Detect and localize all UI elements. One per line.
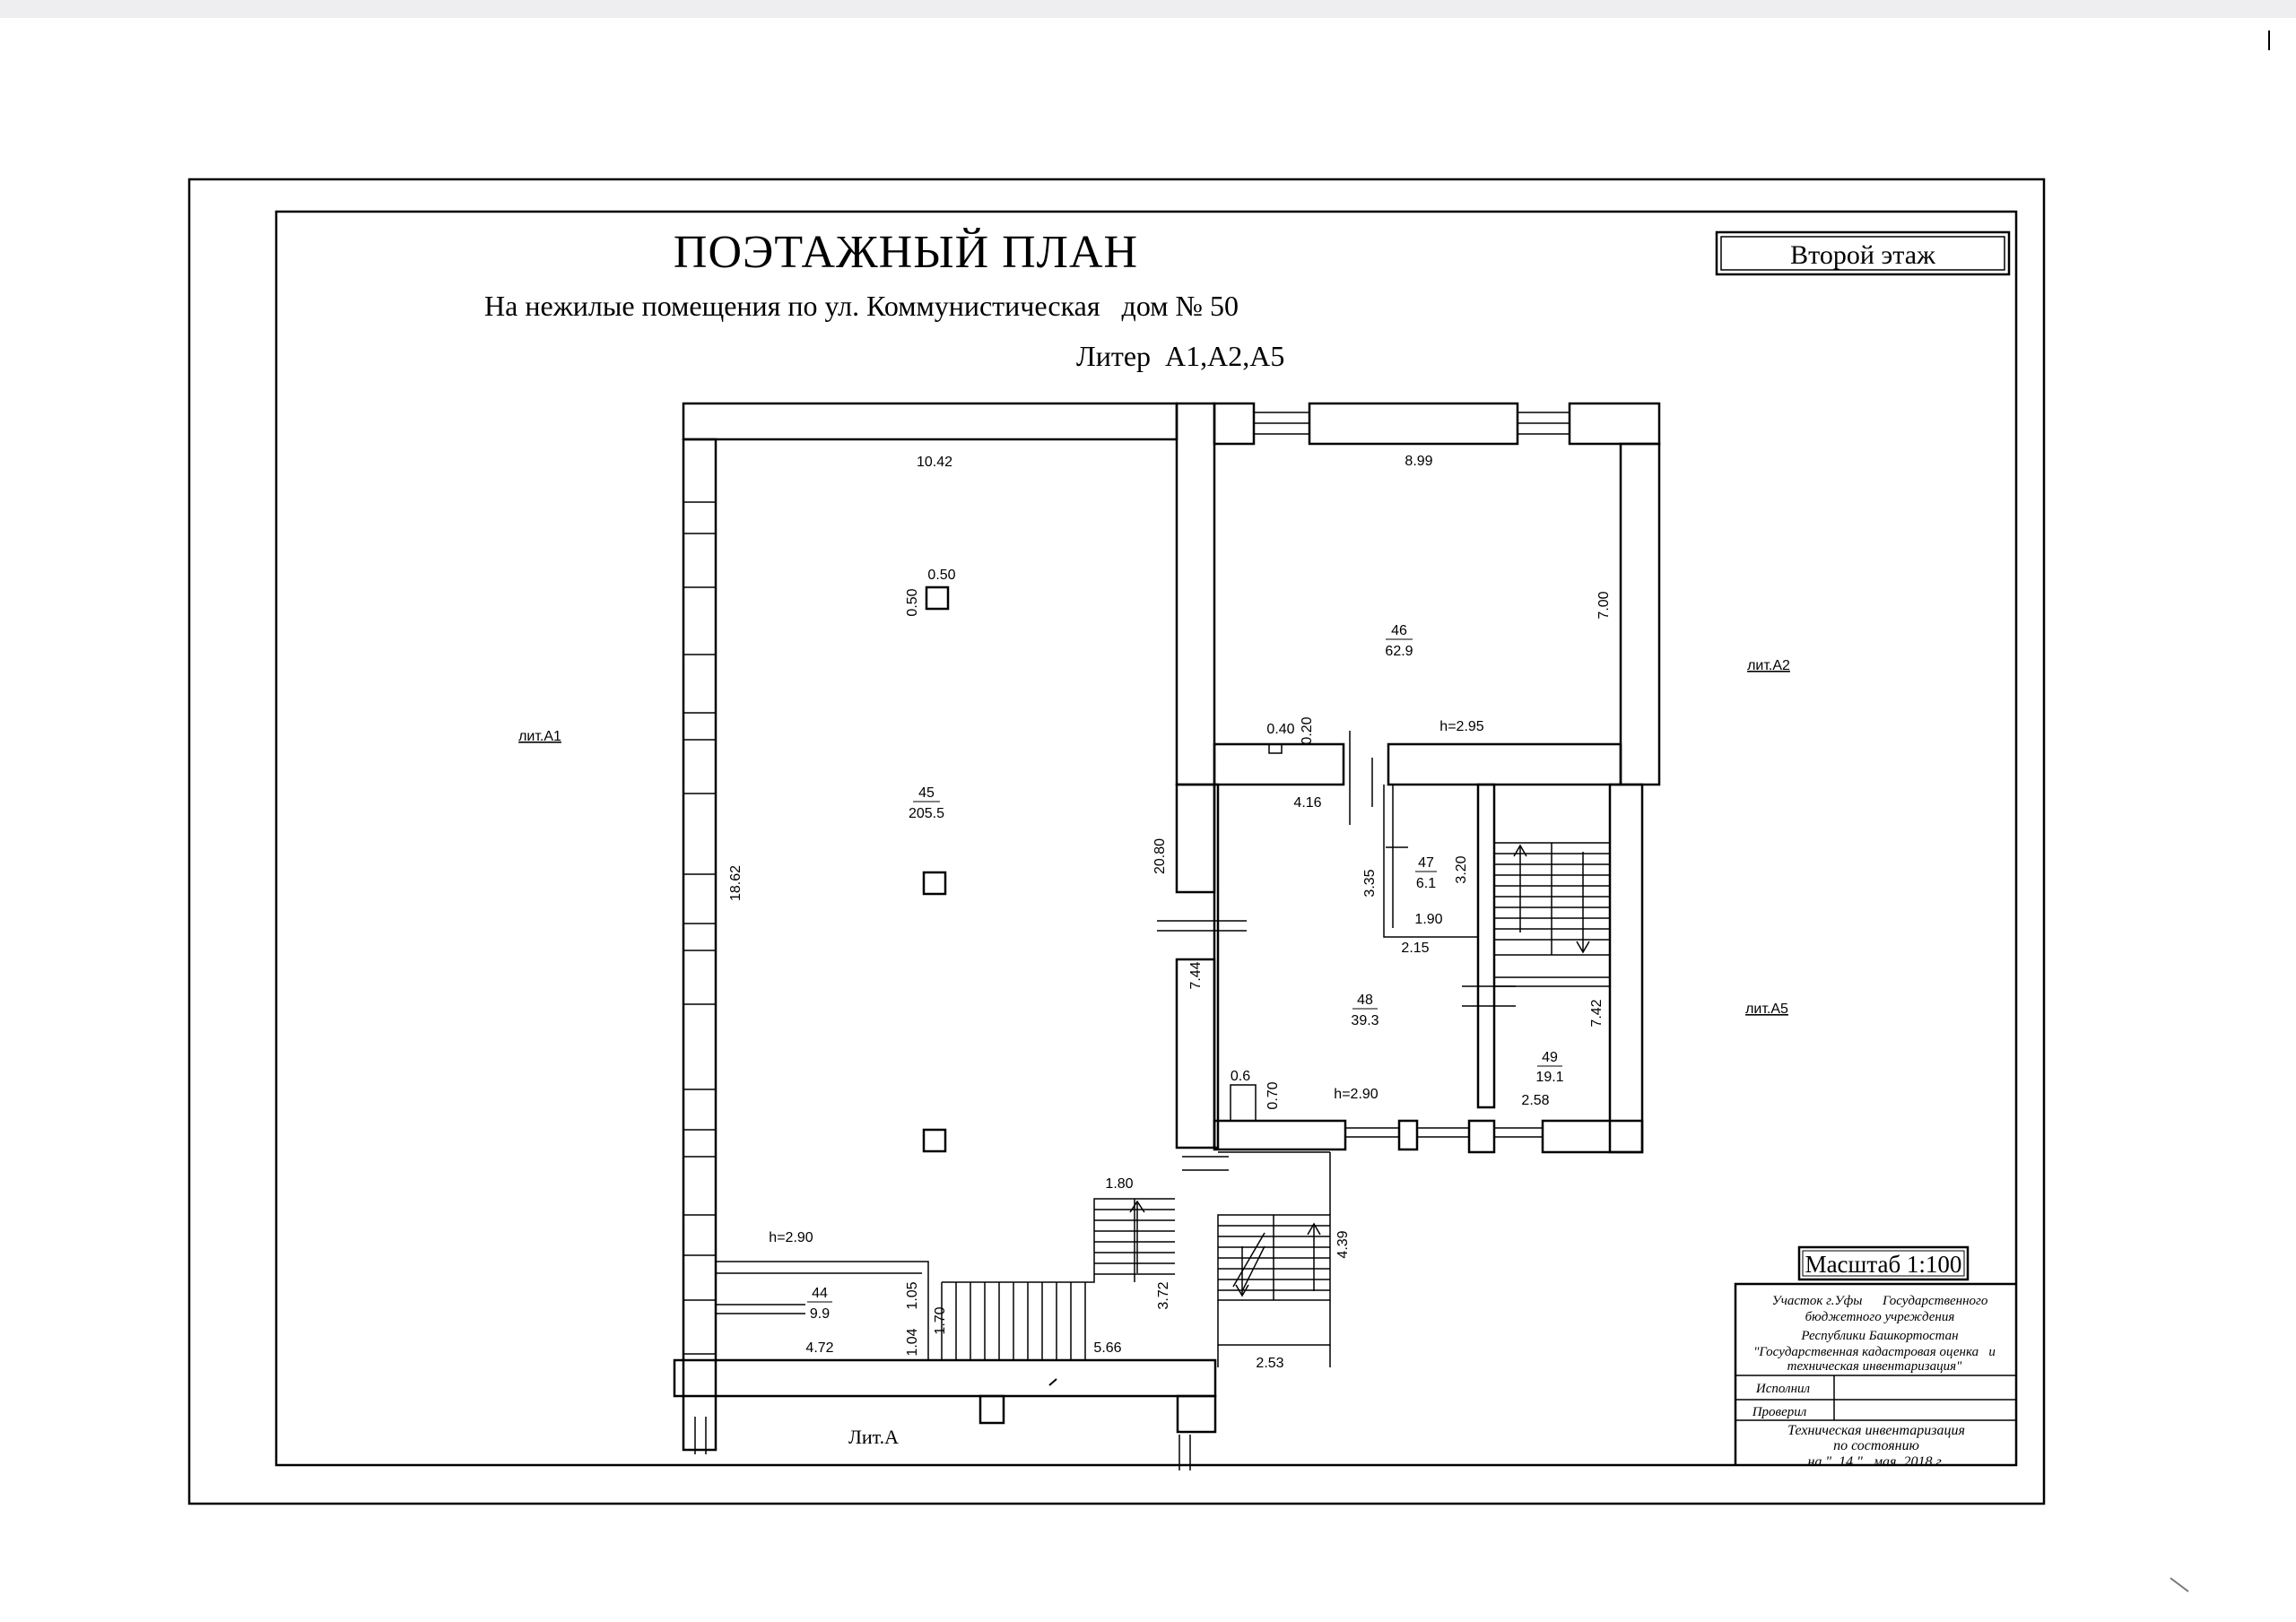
- dim-label: 0.6: [1231, 1069, 1250, 1084]
- stamp-checked: Проверил: [1752, 1405, 1807, 1419]
- room-area: 19.1: [1535, 1070, 1563, 1085]
- stamp-org-line: Участок г.Уфы Государственного: [1772, 1294, 1988, 1308]
- room-number: 45: [918, 785, 935, 801]
- floor-badge: Второй этаж: [1715, 230, 2011, 276]
- dim-label: 1.04: [905, 1328, 920, 1356]
- plan-subtitle: На нежилые помещения по ул. Коммунистиче…: [484, 290, 1239, 322]
- dim-label: 4.39: [1335, 1230, 1351, 1258]
- columns-and-partitions: [716, 585, 1478, 1360]
- door-markers: [1157, 731, 1516, 1171]
- dim-label: 0.40: [1266, 722, 1294, 737]
- dim-label: 1.70: [933, 1306, 948, 1334]
- stamp-org-line: техническая инвентаризация": [1787, 1359, 1962, 1374]
- scale-box: Масштаб 1:100: [1797, 1245, 1970, 1281]
- liter-labels: лит.А1 лит.А2 лит.А5 Лит.А: [518, 658, 1790, 1448]
- sheet-frames: [187, 178, 2046, 1505]
- stamp-inventory-line: Техническая инвентаризация: [1787, 1423, 1965, 1438]
- dimension-labels: 10.42 0.50 0.50 18.62 20.80 h=2.90 1.80 …: [728, 454, 1612, 1371]
- room-number: 47: [1418, 855, 1434, 871]
- stamp-org-line: бюджетного учреждения: [1805, 1310, 1955, 1324]
- dim-label: 20.80: [1152, 838, 1168, 874]
- dim-label: 1.05: [905, 1281, 920, 1309]
- room-area: 6.1: [1416, 876, 1436, 891]
- liter-a-label: Лит.А: [848, 1426, 899, 1448]
- dim-label: 0.20: [1300, 716, 1315, 744]
- dim-label: 1.80: [1105, 1176, 1133, 1192]
- windows: [683, 412, 1570, 1355]
- room-area: 9.9: [810, 1306, 830, 1322]
- building-walls: [673, 402, 1661, 1452]
- room-number: 49: [1542, 1050, 1558, 1065]
- dim-label: 1.90: [1414, 912, 1442, 927]
- liter-a5-label: лит.А5: [1745, 1002, 1788, 1017]
- dim-label: 7.44: [1188, 961, 1204, 989]
- stair-treads-main: [955, 1199, 1175, 1360]
- dim-label: 3.72: [1156, 1281, 1171, 1309]
- liter-a2-label: лит.А2: [1747, 658, 1790, 673]
- scale-label: Масштаб 1:100: [1805, 1251, 1962, 1278]
- dim-label: 4.16: [1293, 795, 1321, 811]
- room-49: 49 19.1: [1535, 1050, 1563, 1085]
- stamp-executed: Исполнил: [1755, 1382, 1811, 1396]
- room-46: 46 62.9: [1385, 623, 1413, 659]
- room-45: 45 205.5: [909, 785, 944, 821]
- dim-label: h=2.95: [1439, 719, 1483, 734]
- stair-treads-core: [1494, 853, 1610, 941]
- dim-label: 2.53: [1256, 1356, 1283, 1371]
- stamp-org-line: "Государственная кадастровая оценка и: [1753, 1345, 1996, 1359]
- dim-label: 4.72: [805, 1340, 833, 1356]
- liter-a1-label: лит.А1: [518, 729, 561, 744]
- dim-label: h=2.90: [1334, 1087, 1378, 1102]
- stamp-inventory-date: на " 14 " мая 2018 г.: [1807, 1454, 1944, 1470]
- room-area: 39.3: [1351, 1013, 1378, 1028]
- room-48: 48 39.3: [1351, 993, 1378, 1028]
- stamp-inventory-line: по состоянию: [1833, 1438, 1919, 1453]
- plan-liter: Литер А1,А2,А5: [1076, 340, 1284, 372]
- dim-label: 3.20: [1454, 855, 1469, 883]
- dim-label: 8.99: [1405, 454, 1432, 469]
- room-area: 62.9: [1385, 644, 1413, 659]
- dim-label: 0.50: [905, 588, 920, 616]
- room-47: 47 6.1: [1415, 855, 1437, 891]
- title-block: Участок г.Уфы Государственного бюджетног…: [1734, 1282, 2016, 1470]
- dim-label: h=2.90: [769, 1230, 813, 1245]
- stair-treads-right: [1218, 1225, 1330, 1291]
- dim-label: 0.70: [1265, 1081, 1281, 1109]
- dim-label: 7.42: [1589, 999, 1605, 1027]
- floor-label: Второй этаж: [1790, 240, 1935, 270]
- dim-label: 2.15: [1401, 941, 1429, 956]
- dim-label: 2.58: [1521, 1093, 1549, 1108]
- room-number: 44: [812, 1286, 828, 1301]
- room-number: 48: [1357, 993, 1373, 1008]
- dim-label: 10.42: [917, 455, 952, 470]
- room-44: 44 9.9: [807, 1286, 832, 1322]
- dim-label: 0.50: [927, 568, 955, 583]
- stairs: [941, 842, 1611, 1367]
- outer-fragments: [694, 1151, 1331, 1470]
- dim-label: 7.00: [1596, 591, 1612, 619]
- plan-title: ПОЭТАЖНЫЙ ПЛАН: [674, 227, 1138, 278]
- dim-label: 5.66: [1093, 1340, 1121, 1356]
- dim-label: 18.62: [728, 865, 744, 901]
- room-area: 205.5: [909, 806, 944, 821]
- dim-label: 3.35: [1362, 869, 1378, 897]
- stamp-org-line: Республики Башкортостан: [1800, 1329, 1958, 1343]
- room-number: 46: [1391, 623, 1407, 638]
- room-labels: 45 205.5 46 62.9 47 6.1 48 39.3 49 19.1 …: [807, 623, 1564, 1322]
